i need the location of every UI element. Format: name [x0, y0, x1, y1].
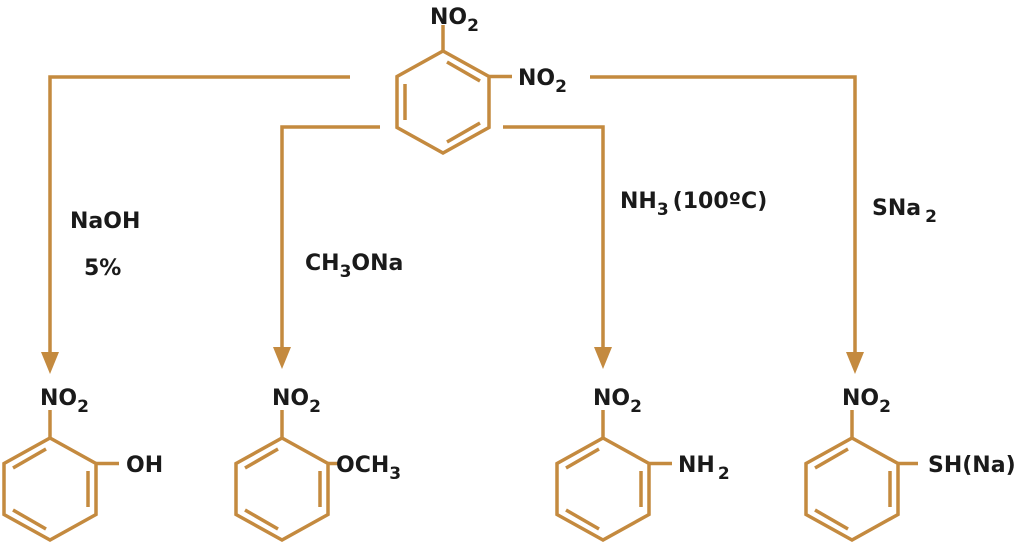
reagent-naoh-concentration: 5%: [84, 256, 121, 281]
arrow-nh3: [503, 125, 612, 369]
arrow-naoh: [41, 75, 350, 374]
product-nitrophenol: NO2 OH: [2, 386, 163, 542]
reagent-nh3: NH3(100ºC): [620, 189, 767, 220]
reagent-naoh: NaOH: [70, 209, 140, 234]
arrow-ch3ona: [273, 125, 380, 369]
svg-text:SH(Na): SH(Na): [928, 453, 1016, 478]
svg-text:NO2: NO2: [40, 386, 89, 417]
product-nitroanisole: NO2 OCH3: [234, 386, 401, 542]
svg-text:NO2: NO2: [593, 386, 642, 417]
reactant-dinitrobenzene: [395, 25, 512, 155]
svg-text:NO2: NO2: [842, 386, 891, 417]
svg-text:NO2: NO2: [272, 386, 321, 417]
svg-text:NH2: NH2: [678, 453, 730, 484]
reactant-right-no2: NO2: [518, 66, 567, 97]
arrow-sna2: [590, 75, 864, 374]
product-nitrothiophenol: NO2 SH(Na): [804, 386, 1016, 542]
svg-text:OH: OH: [126, 453, 163, 478]
reactant-top-no2: NO2: [430, 5, 479, 36]
svg-text:OCH3: OCH3: [336, 453, 401, 484]
reagent-ch3ona: CH3ONa: [305, 251, 403, 282]
